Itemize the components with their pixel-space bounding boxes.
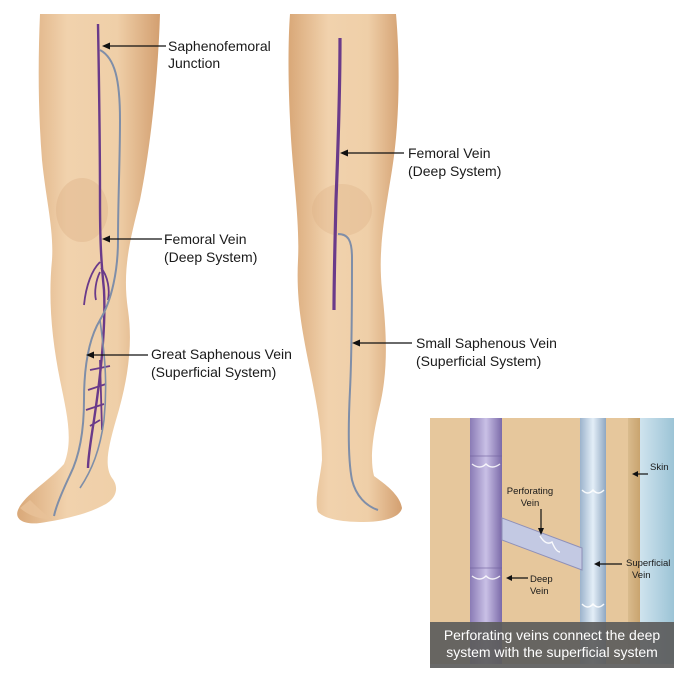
deep-label-line1: Deep [530, 574, 553, 585]
superficial-label-line1: Superficial [626, 558, 670, 569]
back-leg [289, 14, 403, 522]
femoral-front-label-line2: (Deep System) [164, 249, 257, 265]
perforating-vein-inset: Skin Perforating Vein Superficial Vein D… [430, 418, 674, 668]
small-saphenous-label-line1: Small Saphenous Vein [416, 335, 557, 351]
front-leg-skin [17, 14, 160, 523]
back-knee-shade [312, 184, 372, 236]
femoral-back-label-line1: Femoral Vein [408, 145, 490, 161]
great-saphenous-label-line2: (Superficial System) [151, 364, 276, 380]
back-leg-skin [289, 14, 403, 522]
superficial-label-line2: Vein [632, 570, 651, 581]
small-saphenous-label-line2: (Superficial System) [416, 353, 541, 369]
great-saphenous-label-line1: Great Saphenous Vein [151, 346, 292, 362]
saphenofemoral-label-line1: Saphenofemoral [168, 38, 271, 54]
inset-caption-line2: system with the superficial system [446, 644, 658, 660]
femoral-back-label-line2: (Deep System) [408, 163, 501, 179]
skin-label: Skin [650, 462, 668, 473]
front-leg [17, 14, 160, 523]
perforating-label-line1: Perforating [507, 486, 553, 497]
saphenofemoral-label-line2: Junction [168, 55, 220, 71]
femoral-front-label-line1: Femoral Vein [164, 231, 246, 247]
deep-label-line2: Vein [530, 586, 549, 597]
inset-caption-line1: Perforating veins connect the deep [444, 627, 661, 643]
perforating-label-line2: Vein [521, 498, 540, 509]
